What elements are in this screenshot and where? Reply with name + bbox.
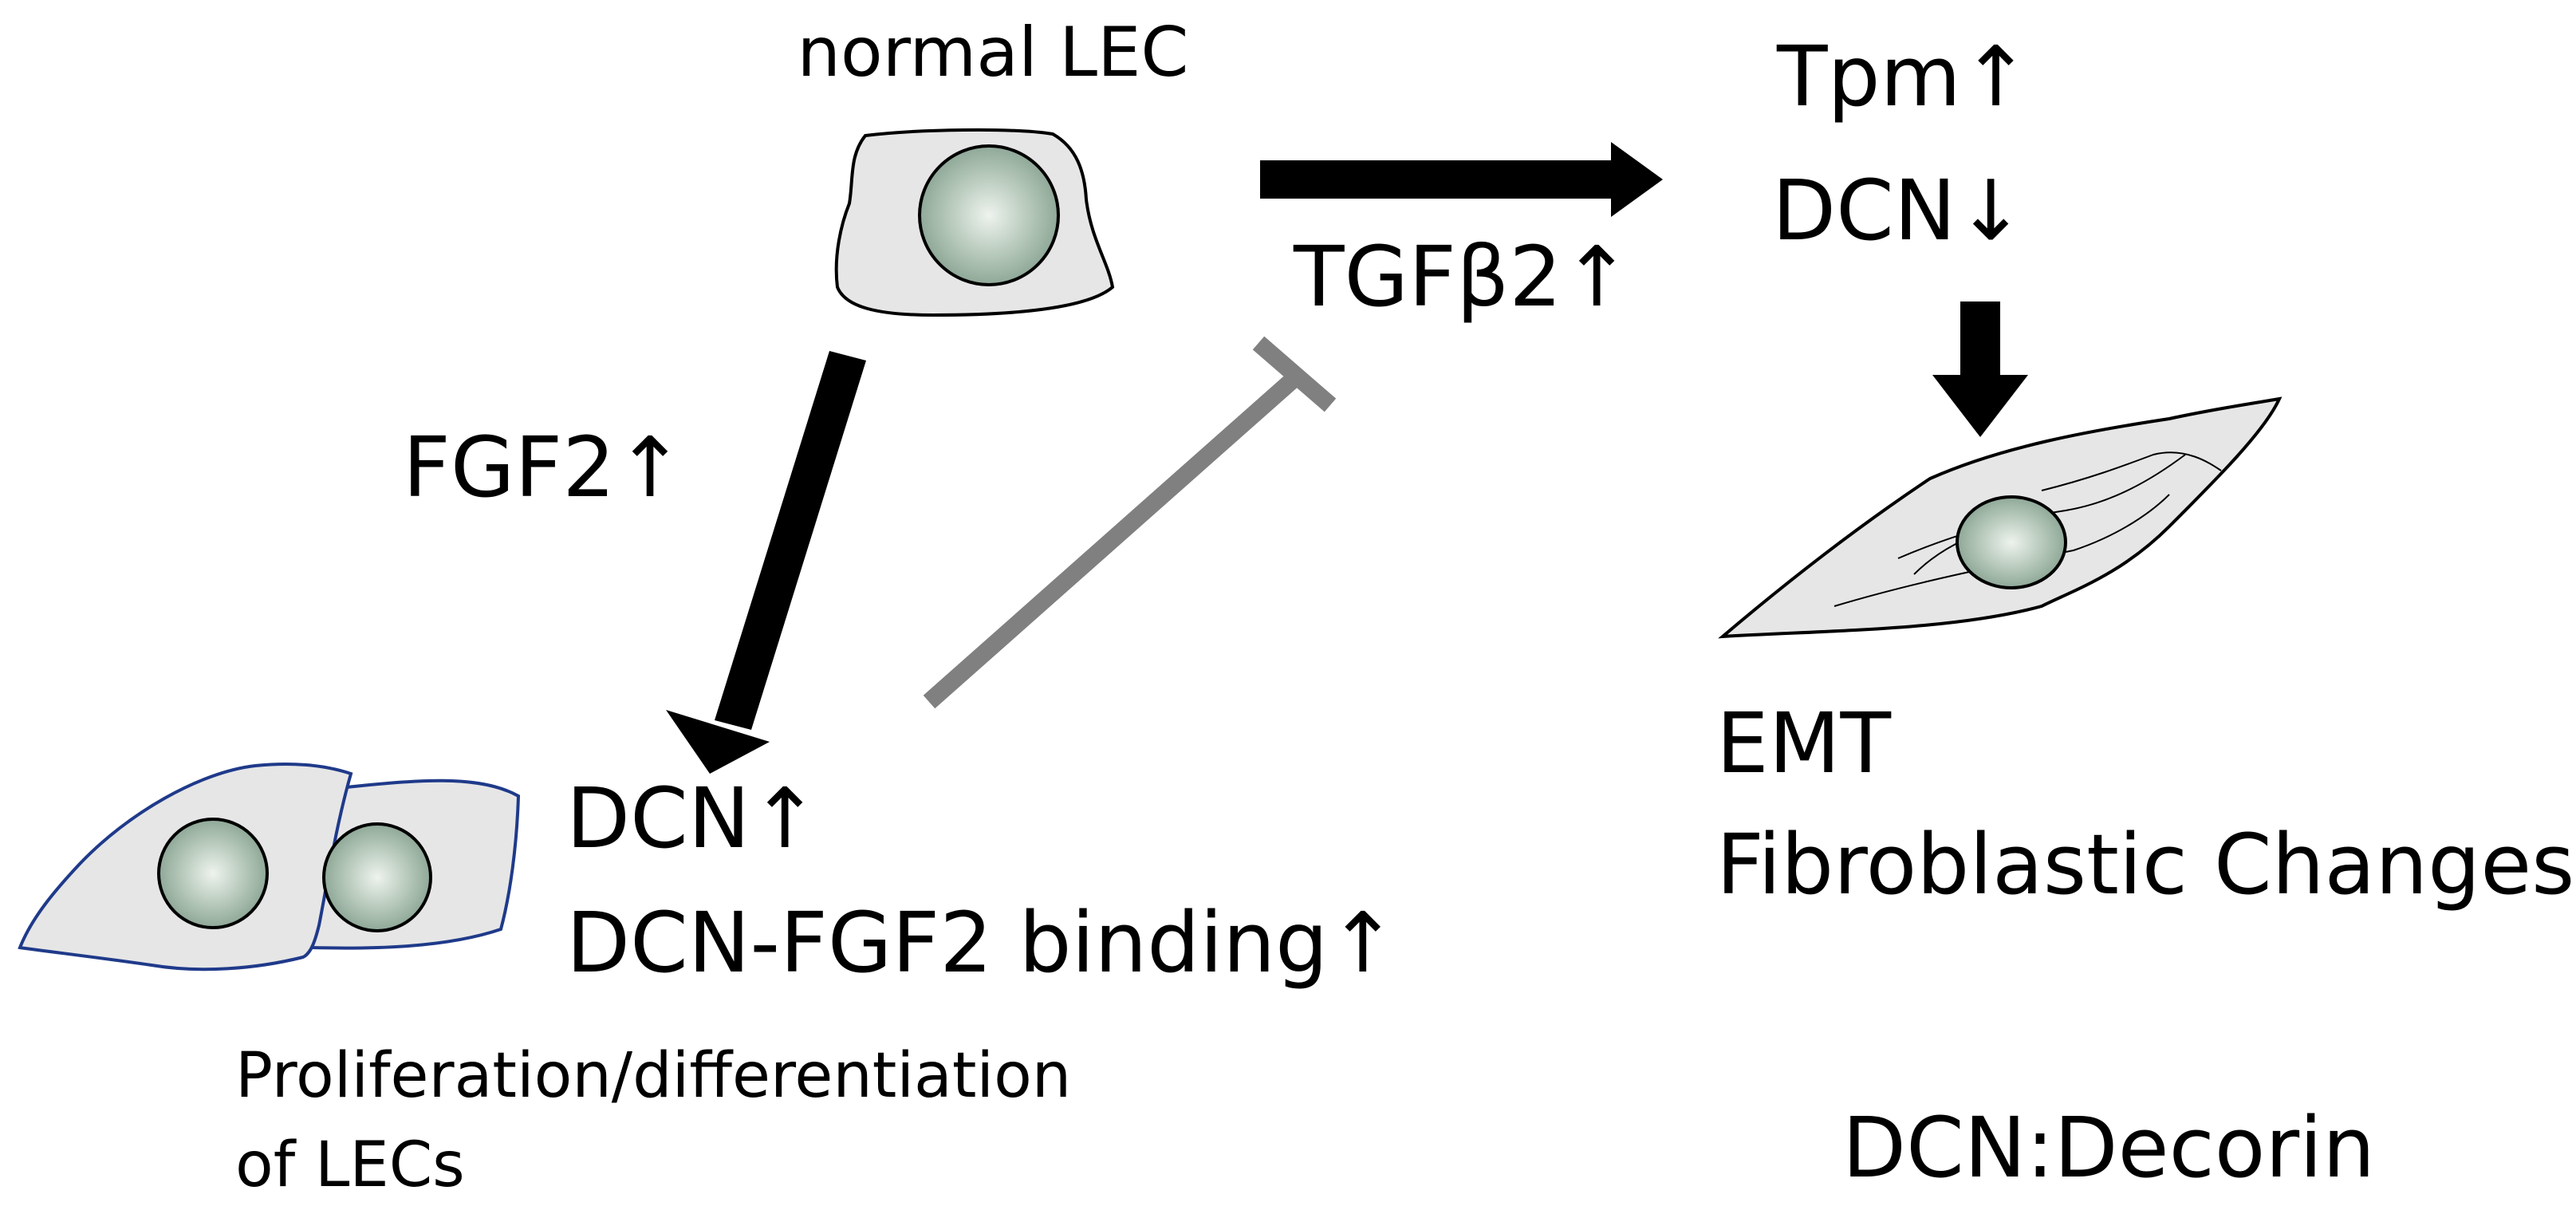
fibroblast-fiber-3: [2041, 451, 2222, 491]
fibroblast-cell: [1718, 396, 2283, 639]
inhibition-line: [923, 336, 1337, 709]
tpm-up-label: Tpm↑: [1776, 28, 2030, 125]
proliferation-label-line2: of LECs: [235, 1129, 465, 1201]
tgfb2-arrow: [1260, 142, 1663, 217]
proliferation-label-line1: Proliferation/differentiation: [235, 1040, 1071, 1112]
dcn-up-label: DCN↑: [566, 770, 820, 867]
emt-label: EMT: [1716, 695, 1891, 792]
fgf2-arrow: [666, 351, 866, 774]
dcn-fgf2-binding-label: DCN-FGF2 binding↑: [566, 894, 1397, 991]
proliferating-lec-cells: [18, 763, 521, 972]
normal-lec-cell: [834, 128, 1115, 317]
tgfb2-label: TGFβ2↑: [1293, 228, 1632, 325]
fibroblastic-changes-label: Fibroblastic Changes: [1716, 816, 2574, 913]
normal-lec-nucleus: [918, 144, 1060, 286]
dcn-down-label: DCN↓: [1772, 162, 2026, 259]
proliferating-lec-nucleus-2: [322, 822, 432, 932]
normal-lec-label: normal LEC: [798, 13, 1189, 93]
fgf2-label: FGF2↑: [403, 419, 685, 516]
fibroblast-nucleus: [1956, 495, 2067, 589]
abbreviation-legend: DCN:Decorin: [1842, 1099, 2375, 1196]
fibroblast-fiber-1: [1897, 454, 2186, 559]
proliferating-lec-nucleus-1: [157, 818, 269, 929]
emt-down-arrow: [1932, 302, 2028, 437]
